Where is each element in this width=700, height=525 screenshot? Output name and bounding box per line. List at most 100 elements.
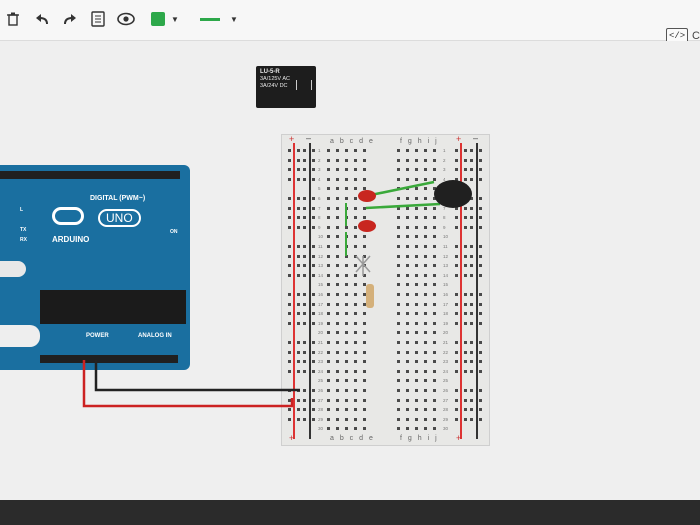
wire-green-4[interactable]: [365, 202, 441, 210]
rail-hole[interactable]: [288, 341, 291, 344]
breadboard-hole[interactable]: [345, 225, 348, 229]
rail-hole[interactable]: [470, 417, 473, 421]
rail-hole[interactable]: [455, 158, 458, 162]
breadboard-hole[interactable]: [397, 398, 400, 402]
rail-hole[interactable]: [303, 417, 306, 421]
rail-hole[interactable]: [470, 408, 473, 412]
breadboard-hole[interactable]: [424, 225, 427, 229]
breadboard-hole[interactable]: [354, 187, 357, 191]
breadboard-hole[interactable]: [415, 293, 418, 296]
rail-hole[interactable]: [297, 197, 300, 200]
breadboard-hole[interactable]: [406, 149, 409, 152]
rail-hole[interactable]: [479, 350, 482, 354]
breadboard-hole[interactable]: [433, 427, 436, 431]
rail-hole[interactable]: [455, 273, 458, 277]
breadboard-hole[interactable]: [433, 350, 436, 354]
breadboard-hole[interactable]: [363, 427, 366, 431]
rail-hole[interactable]: [297, 254, 300, 258]
breadboard-hole[interactable]: [336, 225, 339, 229]
arduino-uno-board[interactable]: DIGITAL (PWM~) UNO ARDUINO ON TX RX L PO…: [0, 165, 190, 370]
rail-hole[interactable]: [288, 225, 291, 229]
breadboard-hole[interactable]: [363, 273, 366, 277]
rail-hole[interactable]: [312, 398, 315, 402]
rail-hole[interactable]: [312, 149, 315, 152]
breadboard-hole[interactable]: [336, 398, 339, 402]
breadboard-hole[interactable]: [433, 341, 436, 344]
breadboard-hole[interactable]: [433, 331, 436, 335]
breadboard-hole[interactable]: [327, 427, 330, 431]
rail-hole[interactable]: [297, 177, 300, 181]
rail-hole[interactable]: [288, 273, 291, 277]
rail-hole[interactable]: [297, 264, 300, 268]
rail-hole[interactable]: [303, 168, 306, 172]
rail-hole[interactable]: [455, 168, 458, 172]
breadboard-hole[interactable]: [424, 283, 427, 287]
breadboard-hole[interactable]: [433, 321, 436, 325]
breadboard-hole[interactable]: [354, 312, 357, 316]
breadboard-hole[interactable]: [336, 350, 339, 354]
breadboard-hole[interactable]: [397, 302, 400, 306]
breadboard-hole[interactable]: [397, 427, 400, 431]
breadboard-hole[interactable]: [406, 177, 409, 181]
rail-hole[interactable]: [464, 417, 467, 421]
trash-icon[interactable]: [6, 8, 20, 30]
rail-hole[interactable]: [312, 177, 315, 181]
breadboard-hole[interactable]: [415, 264, 418, 268]
breadboard-hole[interactable]: [397, 158, 400, 162]
rail-hole[interactable]: [312, 408, 315, 412]
breadboard-hole[interactable]: [336, 321, 339, 325]
breadboard-hole[interactable]: [363, 312, 366, 316]
rail-hole[interactable]: [470, 197, 473, 200]
rail-hole[interactable]: [470, 149, 473, 152]
breadboard-hole[interactable]: [345, 254, 348, 258]
rail-hole[interactable]: [303, 341, 306, 344]
breadboard-hole[interactable]: [397, 254, 400, 258]
rail-hole[interactable]: [470, 293, 473, 296]
breadboard-hole[interactable]: [424, 321, 427, 325]
breadboard-hole[interactable]: [327, 350, 330, 354]
rail-hole[interactable]: [455, 254, 458, 258]
breadboard-hole[interactable]: [336, 302, 339, 306]
rail-hole[interactable]: [297, 206, 300, 210]
breadboard-hole[interactable]: [327, 398, 330, 402]
breadboard-hole[interactable]: [406, 225, 409, 229]
breadboard-hole[interactable]: [327, 245, 330, 248]
breadboard-hole[interactable]: [363, 417, 366, 421]
breadboard-hole[interactable]: [336, 341, 339, 344]
rail-hole[interactable]: [288, 158, 291, 162]
rail-hole[interactable]: [297, 293, 300, 296]
breadboard-hole[interactable]: [424, 350, 427, 354]
rail-hole[interactable]: [455, 369, 458, 373]
breadboard-hole[interactable]: [433, 197, 436, 200]
rail-hole[interactable]: [455, 360, 458, 364]
breadboard-hole[interactable]: [397, 264, 400, 268]
rail-hole[interactable]: [303, 293, 306, 296]
breadboard-hole[interactable]: [424, 417, 427, 421]
rail-hole[interactable]: [303, 321, 306, 325]
rail-hole[interactable]: [303, 408, 306, 412]
breadboard-hole[interactable]: [336, 369, 339, 373]
rail-hole[interactable]: [288, 302, 291, 306]
rail-hole[interactable]: [455, 312, 458, 316]
rail-hole[interactable]: [479, 293, 482, 296]
breadboard-hole[interactable]: [424, 158, 427, 162]
breadboard-hole[interactable]: [363, 398, 366, 402]
breadboard-hole[interactable]: [345, 177, 348, 181]
rail-hole[interactable]: [288, 408, 291, 412]
breadboard-hole[interactable]: [345, 264, 348, 268]
breadboard-hole[interactable]: [433, 379, 436, 383]
breadboard-hole[interactable]: [415, 158, 418, 162]
rail-hole[interactable]: [470, 360, 473, 364]
breadboard-hole[interactable]: [336, 360, 339, 364]
breadboard-hole[interactable]: [336, 283, 339, 287]
breadboard-hole[interactable]: [433, 168, 436, 172]
breadboard-hole[interactable]: [354, 417, 357, 421]
rail-hole[interactable]: [464, 302, 467, 306]
breadboard-hole[interactable]: [433, 312, 436, 316]
breadboard-hole[interactable]: [345, 389, 348, 392]
breadboard-hole[interactable]: [327, 312, 330, 316]
breadboard-hole[interactable]: [406, 379, 409, 383]
rail-hole[interactable]: [288, 350, 291, 354]
rail-hole[interactable]: [455, 398, 458, 402]
breadboard-hole[interactable]: [327, 408, 330, 412]
